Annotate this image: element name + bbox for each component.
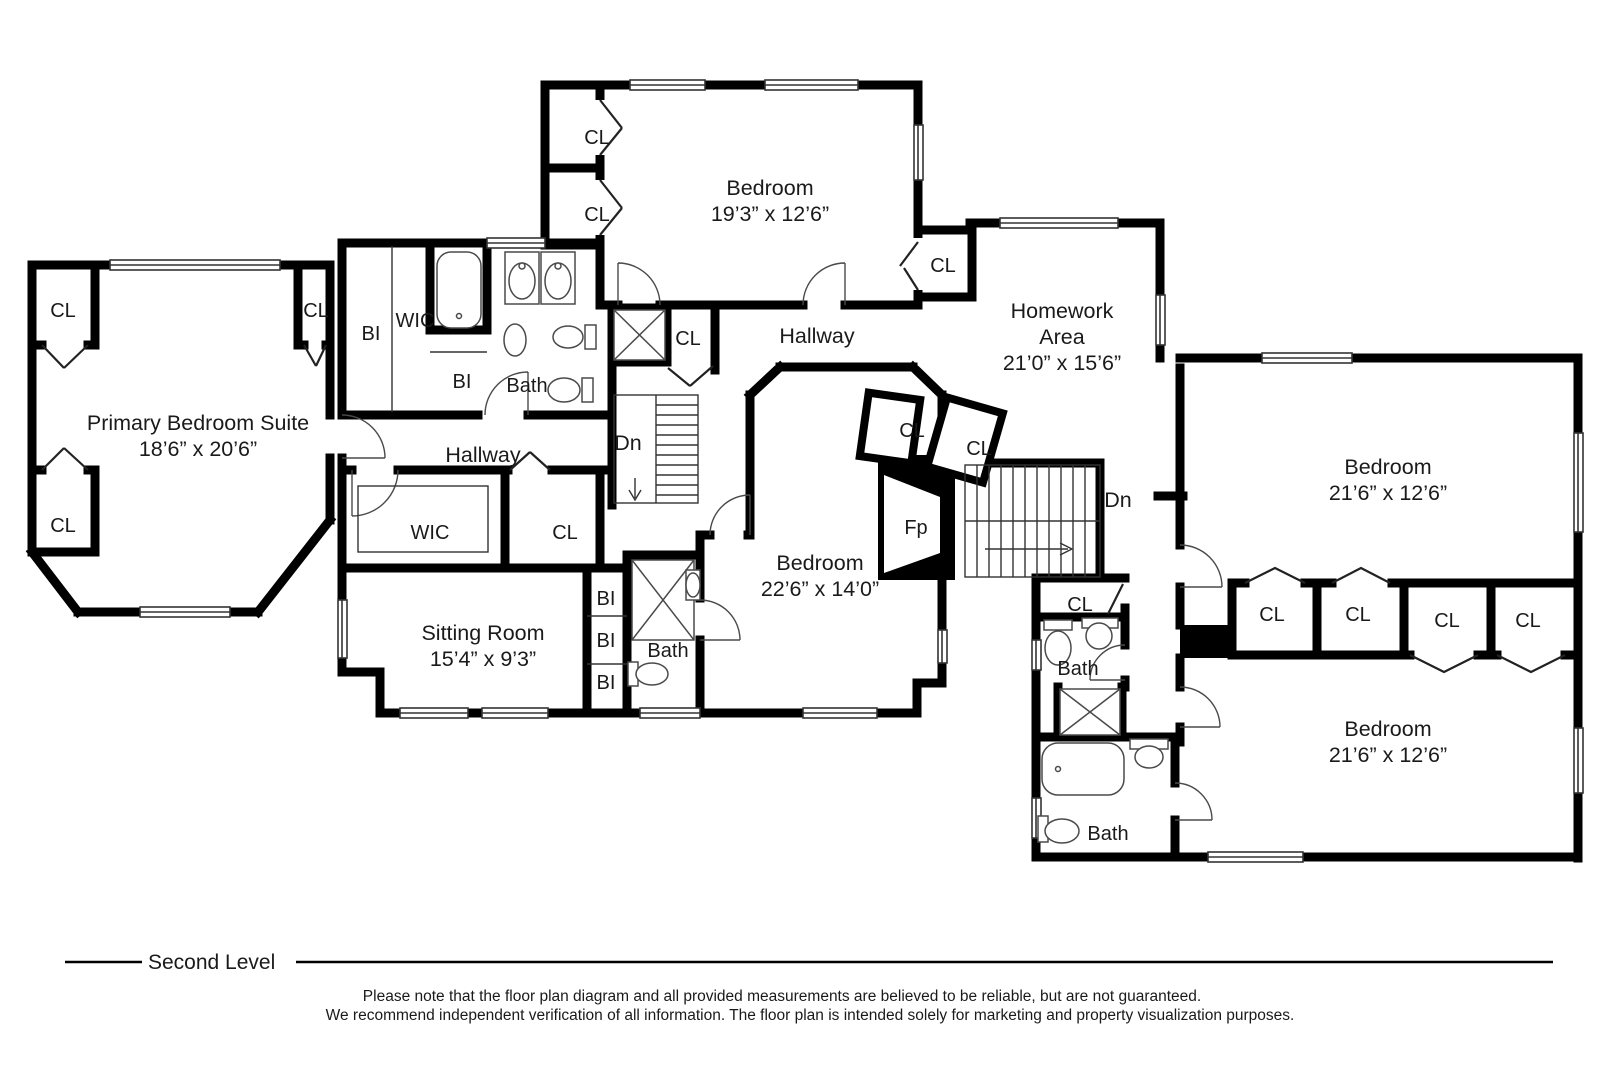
sink-icon — [685, 572, 701, 598]
door-gap — [913, 238, 923, 290]
toilet-icon — [1044, 818, 1080, 844]
door-gap — [595, 180, 605, 235]
built-in-label: BI — [453, 371, 472, 393]
angled-closet-a — [855, 388, 925, 468]
windows — [109, 79, 1584, 863]
closet-label: CL — [584, 204, 610, 226]
room-label-bedroom-middle: Bedroom — [776, 551, 863, 575]
built-in-label: BI — [597, 588, 616, 610]
room-dims-bedroom-top: 19’3” x 12’6” — [711, 202, 829, 226]
partitions — [357, 246, 627, 665]
sink-icon — [1085, 622, 1113, 650]
disclaimer-line-2: We recommend independent verification of… — [326, 1007, 1295, 1024]
closet-label: CL — [1434, 610, 1460, 632]
bath-fixtures — [436, 251, 1169, 844]
sink-icon — [1134, 745, 1164, 769]
bathtub-icon — [1041, 742, 1125, 796]
stairs-down-label: Dn — [614, 431, 641, 455]
stairs-right — [964, 464, 1101, 578]
walk-in-closet-label: WIC — [396, 310, 435, 332]
closet-label: CL — [1345, 604, 1371, 626]
closet-label: CL — [50, 515, 76, 537]
door-gap — [595, 100, 605, 155]
toilet-icon — [547, 377, 581, 403]
wall-block-junction — [1180, 625, 1232, 658]
shower-icon — [631, 559, 695, 641]
bath-label: Bath — [1057, 658, 1098, 680]
stairs-left — [613, 394, 699, 504]
angled-closet-b — [922, 392, 1008, 488]
room-dims-bedroom-right-bottom: 21’6” x 12’6” — [1329, 743, 1447, 767]
shower-icon — [1059, 688, 1121, 736]
room-dims-bedroom-middle: 22’6” x 14’0” — [761, 577, 879, 601]
bath-label: Bath — [1087, 823, 1128, 845]
closet-label: CL — [584, 127, 610, 149]
fireplace-inset — [884, 475, 940, 573]
bath-label: Bath — [506, 375, 547, 397]
shower-icon — [613, 309, 666, 361]
stairs-down-label: Dn — [1104, 488, 1131, 512]
closet-label: CL — [899, 420, 925, 442]
sink-icon — [503, 323, 527, 357]
room-label-sitting-room: Sitting Room — [421, 621, 544, 645]
closet-label: CL — [552, 522, 578, 544]
disclaimer-line-1: Please note that the floor plan diagram … — [363, 988, 1201, 1005]
room-dims-homework: 21’0” x 15’6” — [1003, 351, 1121, 375]
room-label-bedroom-right-bottom: Bedroom — [1344, 717, 1431, 741]
walk-in-closet-label: WIC — [411, 522, 450, 544]
toilet-icon — [1044, 630, 1072, 666]
room-label-homework-line1: Homework — [1011, 299, 1114, 323]
closet-label: CL — [50, 300, 76, 322]
toilet-icon — [552, 325, 584, 349]
closet-label: CL — [1515, 610, 1541, 632]
room-dims-primary-suite: 18’6” x 20’6” — [139, 437, 257, 461]
closet-label: CL — [675, 328, 701, 350]
closet-label: CL — [966, 438, 992, 460]
fireplace-label: Fp — [904, 517, 927, 539]
level-title: Second Level — [148, 951, 275, 974]
closet-label: CL — [1259, 604, 1285, 626]
hallway-label: Hallway — [779, 324, 855, 348]
door-swings — [341, 262, 1223, 821]
walls — [25, 80, 1583, 863]
room-labels: Primary Bedroom Suite 18’6” x 20’6” Bedr… — [87, 176, 1447, 767]
built-in-label: BI — [597, 630, 616, 652]
built-in-label: BI — [597, 672, 616, 694]
room-label-homework-line2: Area — [1039, 325, 1084, 349]
closet-doors — [41, 99, 1566, 674]
wall-lines — [25, 80, 1583, 863]
room-dims-sitting-room: 15’4” x 9’3” — [430, 647, 536, 671]
room-label-primary-suite: Primary Bedroom Suite — [87, 411, 309, 435]
closet-label: CL — [303, 300, 329, 322]
toilet-icon — [635, 662, 669, 686]
hallway-label: Hallway — [445, 443, 521, 467]
room-label-bedroom-top: Bedroom — [726, 176, 813, 200]
bathtub-icon — [436, 251, 482, 329]
footer: Second Level Please note that the floor … — [65, 951, 1553, 1024]
room-dims-bedroom-right-top: 21’6” x 12’6” — [1329, 481, 1447, 505]
closet-label: CL — [1067, 594, 1093, 616]
feature-labels: CL CL CL CL CL CL CL CL CL CL CL CL CL C… — [50, 127, 1541, 845]
bath-label: Bath — [647, 640, 688, 662]
built-in-label: BI — [362, 323, 381, 345]
closet-label: CL — [930, 255, 956, 277]
room-label-bedroom-right-top: Bedroom — [1344, 455, 1431, 479]
